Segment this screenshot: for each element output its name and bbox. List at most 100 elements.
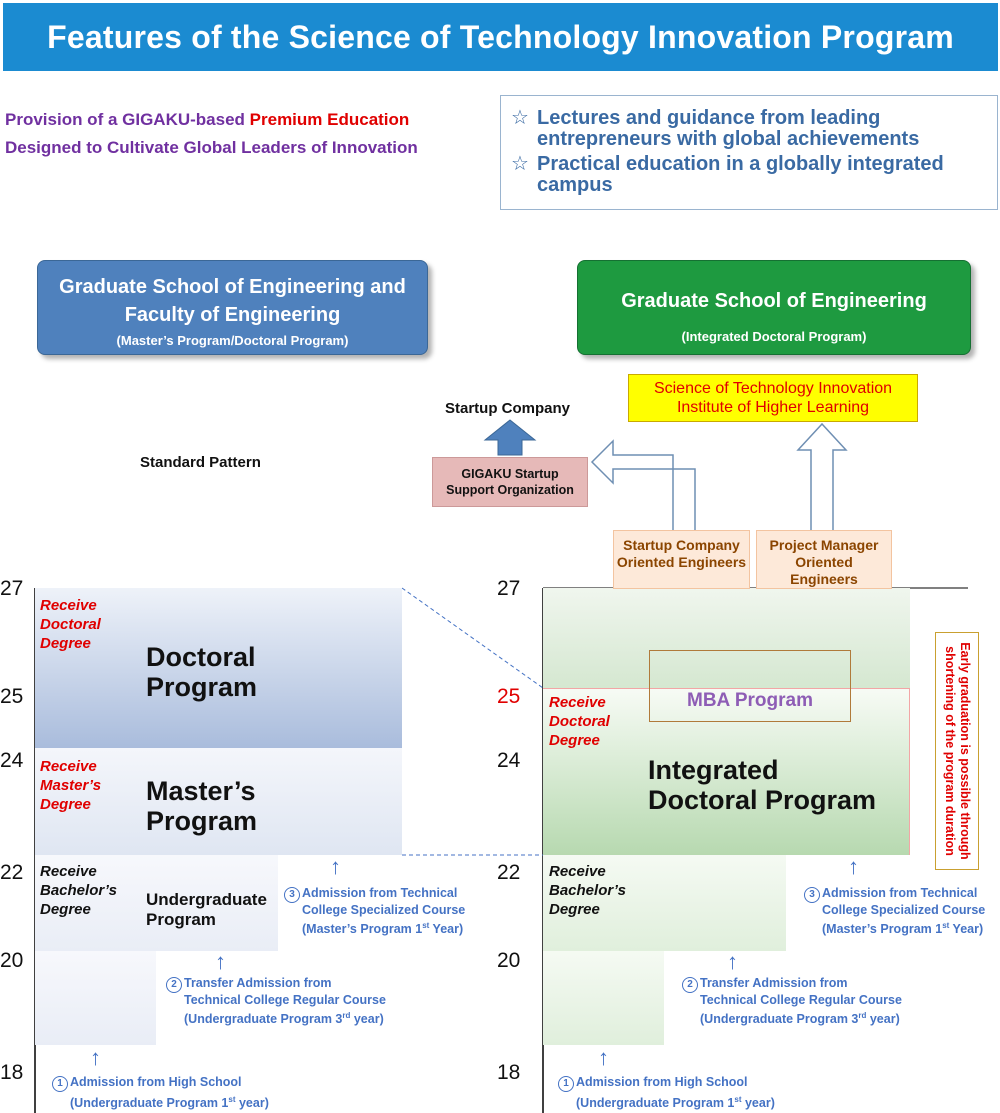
star-icon: ☆ — [511, 107, 529, 129]
admission-text: Admission from High School — [576, 1075, 748, 1089]
masters-program-block — [35, 748, 402, 855]
early-graduation-note: Early graduation is possible through sho… — [943, 642, 972, 860]
admission-text: (Undergraduate Program 1 — [70, 1096, 229, 1111]
year-label-18: 18 — [0, 1061, 24, 1084]
right-school-sub: (Integrated Doctoral Program) — [681, 329, 867, 344]
masters-program-label: Master’s Program — [146, 776, 258, 836]
admission-text: year) — [235, 1096, 269, 1111]
year-label-24: 24 — [0, 749, 24, 772]
right-school-header: Graduate School of Engineering (Integrat… — [577, 260, 971, 355]
institute-box: Science of Technology Innovation Institu… — [628, 374, 918, 422]
admission-sup: st — [942, 921, 950, 930]
undergraduate-early-block — [35, 951, 156, 1045]
tagline-line1: Provision of a GIGAKU-based Premium Educ… — [5, 110, 409, 130]
receive-bachelors-label: Receive Bachelor’s Degree — [40, 863, 117, 918]
arrow-up-icon: ↑ — [90, 1045, 101, 1070]
admission-text: year) — [866, 1012, 900, 1027]
early-graduation-box — [935, 632, 979, 870]
tagline-highlight: Premium Education — [249, 110, 410, 129]
startup-engineers-box: Startup Company Oriented Engineers — [613, 530, 750, 589]
pm-engineers-box: Project Manager Oriented Engineers — [756, 530, 892, 589]
feature-item: ☆ Lectures and guidance from leading ent… — [511, 108, 989, 150]
receive-bachelors-label: Receive Bachelor’s Degree — [549, 863, 626, 918]
admission-text: (Undergraduate Program 3 — [700, 1012, 859, 1027]
year-label-22: 22 — [497, 861, 521, 884]
integrated-program-lower — [543, 688, 910, 855]
arrow-up-icon: ↑ — [848, 854, 859, 879]
admission-text: Transfer Admission from — [700, 976, 848, 990]
page-title: Features of the Science of Technology In… — [3, 3, 998, 71]
doctoral-program-block — [35, 588, 402, 748]
admission-sup: st — [734, 1095, 742, 1104]
admission-number: 3 — [284, 887, 300, 903]
tagline-line2: Designed to Cultivate Global Leaders of … — [5, 138, 418, 157]
startup-company-label: Startup Company — [445, 400, 571, 417]
admission-text: Transfer Admission from — [184, 976, 332, 990]
mba-program-label: MBA Program — [687, 690, 813, 711]
admission-number: 1 — [558, 1076, 574, 1092]
admission-text: (Master’s Program 1 — [822, 922, 943, 937]
year-label-20: 20 — [0, 949, 24, 972]
year-label-20: 20 — [497, 949, 521, 972]
undergraduate-program-label: Undergraduate Program — [146, 890, 267, 929]
features-box: ☆ Lectures and guidance from leading ent… — [500, 95, 998, 210]
year-label-25: 25 — [497, 685, 521, 708]
feature-text: Lectures and guidance from leading entre… — [537, 107, 920, 150]
admission-sup: rd — [858, 1011, 867, 1020]
undergraduate-program-block — [35, 855, 278, 951]
admission-text: Admission from Technical — [822, 886, 978, 900]
admission-text: year) — [741, 1096, 775, 1111]
right-undergraduate-early-block — [543, 951, 664, 1045]
admission-number: 2 — [166, 977, 182, 993]
arrow-up-icon: ↑ — [727, 949, 738, 974]
year-label-18: 18 — [497, 1061, 521, 1084]
admission-text: (Undergraduate Program 3 — [184, 1012, 343, 1027]
feature-text: Practical education in a globally integr… — [537, 153, 944, 196]
admission-text: College Specialized Course — [302, 903, 466, 917]
year-label-25: 25 — [0, 685, 24, 708]
tagline-prefix: Provision of a GIGAKU-based — [5, 110, 250, 129]
right-undergraduate-block — [543, 855, 786, 951]
arrow-up-icon: ↑ — [330, 854, 341, 879]
admission-number: 1 — [52, 1076, 68, 1092]
receive-doctoral-label: Receive Doctoral Degree — [549, 694, 610, 749]
admission-text: Year) — [429, 922, 464, 937]
admission-text: Technical College Regular Course — [184, 993, 386, 1007]
year-label-27: 27 — [0, 577, 24, 600]
admission-sup: st — [422, 921, 430, 930]
year-label-22: 22 — [0, 861, 24, 884]
admission-number: 2 — [682, 977, 698, 993]
admission-text: Technical College Regular Course — [700, 993, 902, 1007]
receive-doctoral-label: Receive Doctoral Degree — [40, 597, 101, 652]
standard-pattern-label: Standard Pattern — [140, 454, 261, 471]
admission-number: 3 — [804, 887, 820, 903]
gigaku-support-box: GIGAKU Startup Support Organization — [432, 457, 588, 507]
arrow-up-icon: ↑ — [215, 949, 226, 974]
doctoral-program-label: Doctoral Program — [146, 642, 258, 702]
admission-text: year) — [350, 1012, 384, 1027]
left-school-sub: (Master’s Program/Doctoral Program) — [116, 333, 349, 348]
integrated-program-label: Integrated Doctoral Program — [648, 755, 877, 815]
admission-text: Year) — [949, 922, 984, 937]
mba-program-frame — [649, 650, 851, 722]
admission-text: (Undergraduate Program 1 — [576, 1096, 735, 1111]
feature-item: ☆ Practical education in a globally inte… — [511, 154, 989, 196]
admission-text: Admission from High School — [70, 1075, 242, 1089]
left-school-name: Graduate School of Engineering and Facul… — [59, 276, 406, 326]
arrow-up-icon: ↑ — [598, 1045, 609, 1070]
receive-masters-label: Receive Master’s Degree — [40, 758, 102, 813]
admission-sup: rd — [342, 1011, 351, 1020]
right-school-name: Graduate School of Engineering — [621, 290, 927, 312]
star-icon: ☆ — [511, 153, 529, 175]
year-label-24: 24 — [497, 749, 521, 772]
admission-text: College Specialized Course — [822, 903, 986, 917]
admission-text: Admission from Technical — [302, 886, 458, 900]
admission-sup: st — [228, 1095, 236, 1104]
left-school-header: Graduate School of Engineering and Facul… — [37, 260, 428, 355]
